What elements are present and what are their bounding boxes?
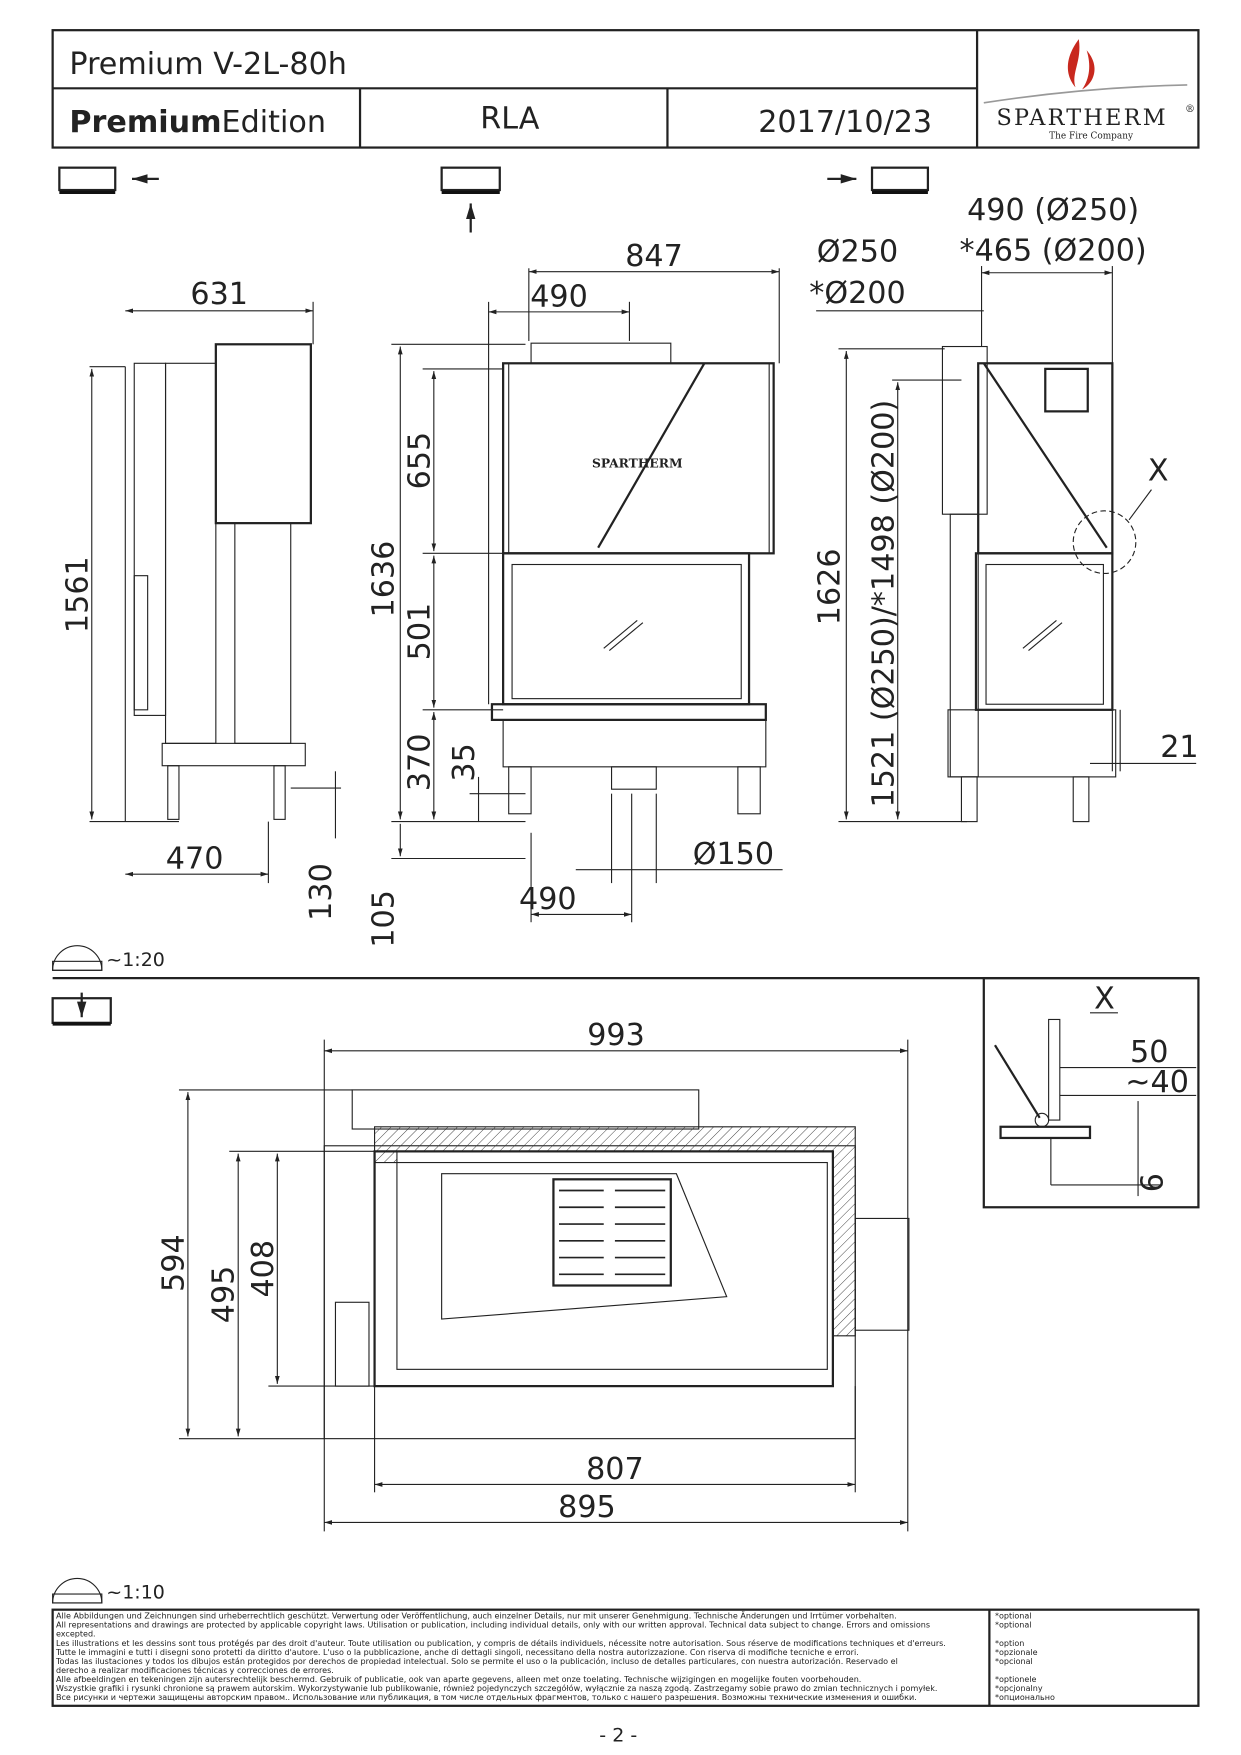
edition-label: PremiumEdition bbox=[69, 105, 326, 140]
variant-label: RLA bbox=[480, 102, 539, 137]
protractor-icon bbox=[52, 945, 103, 971]
footer-line: Tutte le immagini e tutti i disegni sono… bbox=[55, 1648, 859, 1657]
dim-flue-200: *Ø200 bbox=[809, 276, 905, 311]
footer-line: *opzionale bbox=[995, 1648, 1038, 1657]
dim-6: 6 bbox=[1136, 1173, 1171, 1192]
footer-line: derecho a realizar modificaciones técnic… bbox=[56, 1665, 334, 1675]
dim-470: 470 bbox=[166, 842, 224, 877]
dim-flue-250: Ø250 bbox=[817, 235, 898, 270]
dim-408: 408 bbox=[246, 1240, 281, 1298]
footer-line: Alle afbeeldingen en tekeningen zijn aut… bbox=[56, 1675, 861, 1684]
front-logo: SPARTHERM bbox=[592, 455, 683, 470]
footer-line: *opcional bbox=[995, 1657, 1033, 1666]
flame-icon bbox=[1067, 39, 1095, 90]
view-left-icon bbox=[58, 166, 159, 194]
spartherm-logo: SPARTHERM ® The Fire Company bbox=[983, 39, 1195, 142]
footer-line: *opcjonalny bbox=[995, 1684, 1043, 1693]
dim-flue-pos-200: *465 (Ø200) bbox=[960, 233, 1147, 268]
right-side-view: Ø250 *Ø200 490 (Ø250) *465 (Ø200) 1626 1… bbox=[809, 193, 1199, 823]
dim-631: 631 bbox=[190, 277, 248, 312]
dim-495: 495 bbox=[207, 1266, 242, 1324]
dim-807: 807 bbox=[586, 1452, 644, 1487]
footer-line: *optional bbox=[995, 1612, 1032, 1621]
view-top-icon bbox=[51, 992, 112, 1026]
footer-line: excepted. bbox=[56, 1630, 96, 1639]
dim-594: 594 bbox=[156, 1234, 191, 1292]
dim-flue-height: 1521 (Ø250)/*1498 (Ø200) bbox=[866, 400, 901, 808]
detail-x: X 50 ~40 6 bbox=[982, 976, 1200, 1209]
dim-diameter-150: Ø150 bbox=[693, 837, 774, 872]
footer-line: Все рисунки и чертежи защищены авторским… bbox=[56, 1693, 917, 1702]
footer-line: Todas las ilustaciones y todos los dibuj… bbox=[55, 1656, 898, 1666]
dim-40: ~40 bbox=[1125, 1065, 1189, 1100]
svg-text:~1:10: ~1:10 bbox=[106, 1582, 165, 1604]
dim-50: 50 bbox=[1130, 1035, 1168, 1070]
view-right-icon bbox=[827, 166, 930, 194]
front-view: SPARTHERM 847 490 1636 655 501 370 35 10… bbox=[367, 239, 783, 948]
footer-line: *optionele bbox=[995, 1675, 1037, 1684]
scale-indicator-1-20: ~1:20 bbox=[52, 945, 165, 971]
footer-line: All representations and drawings are pro… bbox=[56, 1621, 930, 1630]
dim-993: 993 bbox=[587, 1018, 645, 1053]
view-front-icon bbox=[440, 166, 501, 233]
page-number: - 2 - bbox=[599, 1725, 637, 1747]
dim-flue-pos-250: 490 (Ø250) bbox=[967, 193, 1139, 228]
left-side-view: 1561 631 470 130 bbox=[60, 277, 342, 921]
footer-line: *опционально bbox=[995, 1693, 1055, 1702]
dim-501: 501 bbox=[402, 603, 437, 661]
dim-1636: 1636 bbox=[367, 541, 402, 618]
svg-text:SPARTHERM: SPARTHERM bbox=[996, 105, 1167, 131]
dim-895: 895 bbox=[558, 1490, 616, 1525]
footer-line: *optional bbox=[995, 1621, 1032, 1630]
dim-105: 105 bbox=[367, 890, 402, 948]
protractor-icon bbox=[52, 1577, 103, 1604]
dim-130: 130 bbox=[304, 863, 339, 921]
footer-line: Les illustrations et les dessins sont to… bbox=[56, 1638, 946, 1648]
svg-text:®: ® bbox=[1185, 104, 1195, 115]
svg-text:~1:20: ~1:20 bbox=[106, 949, 165, 971]
dim-21: 21 bbox=[1160, 730, 1198, 765]
detail-x-marker: X bbox=[1148, 454, 1169, 489]
svg-text:The Fire Company: The Fire Company bbox=[1049, 132, 1134, 142]
dim-655: 655 bbox=[402, 432, 437, 490]
footer-line: *option bbox=[995, 1639, 1024, 1648]
model-title: Premium V-2L-80h bbox=[69, 47, 346, 82]
dim-370: 370 bbox=[402, 734, 437, 792]
dim-1561: 1561 bbox=[60, 556, 95, 633]
copyright-footer: Alle Abbildungen und Zeichnungen sind ur… bbox=[51, 1608, 1200, 1707]
detail-x-label: X bbox=[1094, 981, 1115, 1016]
dim-35: 35 bbox=[447, 743, 482, 781]
date-label: 2017/10/23 bbox=[758, 105, 932, 140]
dim-847: 847 bbox=[625, 239, 683, 274]
scale-indicator-1-10: ~1:10 bbox=[52, 1577, 165, 1604]
dim-490-bottom: 490 bbox=[519, 882, 577, 917]
title-block: Premium V-2L-80h PremiumEdition RLA 2017… bbox=[51, 29, 1200, 149]
dim-1626: 1626 bbox=[813, 548, 848, 625]
footer-line: Alle Abbildungen und Zeichnungen sind ur… bbox=[56, 1611, 897, 1621]
dim-490-top: 490 bbox=[530, 279, 588, 314]
plan-view: 993 594 495 408 807 895 bbox=[156, 1018, 910, 1532]
footer-line: Wszystkie grafiki i rysunki chronione są… bbox=[56, 1683, 937, 1693]
